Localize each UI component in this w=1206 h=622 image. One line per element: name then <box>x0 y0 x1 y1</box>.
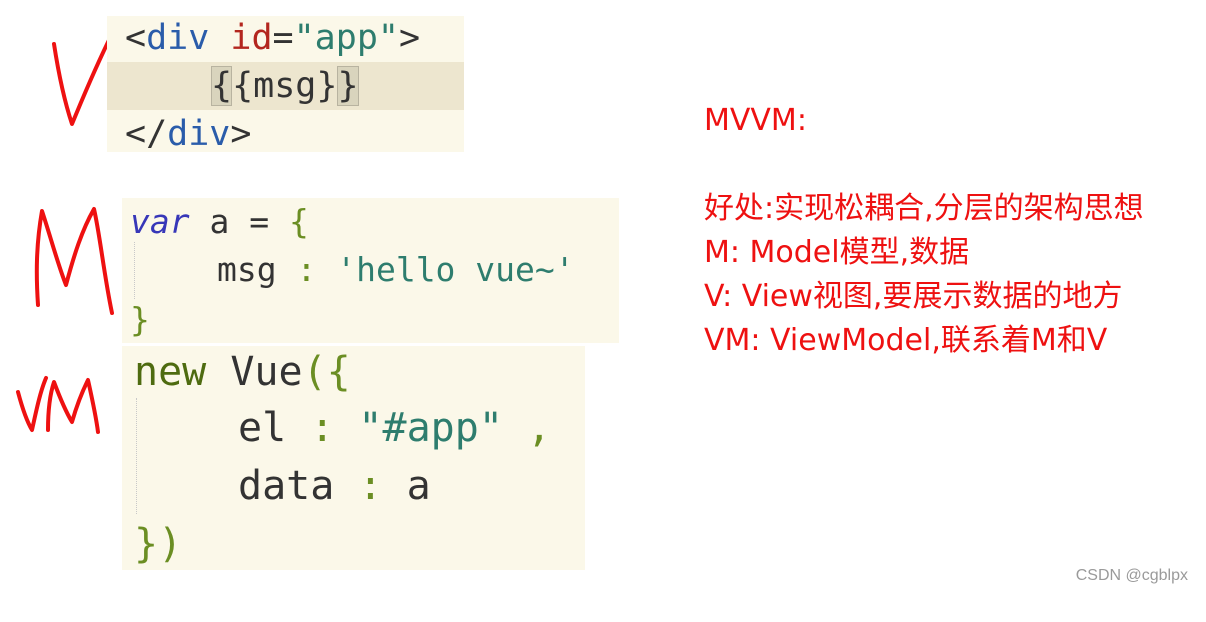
open-brace: { <box>232 66 254 106</box>
indent-guide <box>134 242 135 299</box>
close-brace: } <box>130 300 150 339</box>
close-line: }) <box>134 518 182 570</box>
lt-symbol: < <box>125 18 147 58</box>
open-brace: { <box>288 202 309 241</box>
handwritten-m-mark <box>34 207 114 315</box>
csdn-watermark: CSDN @cgblpx <box>1075 567 1188 584</box>
highlighted-line <box>107 62 464 110</box>
interp-text: msg <box>253 66 317 106</box>
open-paren-brace: ({ <box>302 349 351 395</box>
el-key: el <box>238 405 287 451</box>
close-div-line: </div> <box>125 112 251 156</box>
comma: , <box>502 405 552 451</box>
var-name: a = <box>189 202 289 241</box>
notes-model: M: Model模型,数据 <box>704 235 970 270</box>
interpolation-line: {{msg}} <box>211 64 359 108</box>
handwritten-vm-mark <box>16 376 100 434</box>
close-brace-line: } <box>130 298 150 342</box>
html-code-block: <div id="app"> {{msg}} </div> <box>107 16 464 154</box>
data-line: data : a <box>238 460 431 512</box>
indent-guide <box>136 398 137 514</box>
el-value: "#app" <box>358 405 503 451</box>
attr-name: id <box>230 18 273 58</box>
open-brace-match: { <box>211 66 233 106</box>
colon: : <box>276 250 337 289</box>
colon: : <box>286 405 359 451</box>
data-key: data <box>238 463 335 509</box>
mvvm-notes: MVVM: 好处:实现松耦合,分层的架构思想 M: Model模型,数据 V: Vi… <box>704 55 1144 407</box>
vm-code-block: new Vue({ el : "#app" , data : a }) <box>122 346 585 570</box>
close-brace-paren: }) <box>134 521 183 567</box>
notes-title: MVVM: <box>704 103 807 138</box>
el-line: el : "#app" , <box>238 402 551 454</box>
data-value: a <box>406 463 431 509</box>
model-code-block: var a = { msg : 'hello vue~' } <box>122 198 619 343</box>
close-brace-match: } <box>337 66 359 106</box>
var-keyword: var <box>130 202 190 241</box>
notes-viewmodel: VM: ViewModel,联系着M和V <box>704 323 1108 358</box>
attr-value: "app" <box>293 18 399 58</box>
tag-name: div <box>167 114 231 154</box>
gt-symbol: > <box>398 18 421 58</box>
open-div-line: <div id="app"> <box>125 16 420 60</box>
vue-constructor: Vue <box>206 349 303 395</box>
msg-value: 'hello vue~' <box>336 250 575 289</box>
colon: : <box>334 463 407 509</box>
gt-symbol: > <box>230 114 252 154</box>
var-line: var a = { <box>130 200 309 244</box>
notes-view: V: View视图,要展示数据的地方 <box>704 279 1123 314</box>
new-keyword: new <box>134 349 207 395</box>
notes-benefit: 好处:实现松耦合,分层的架构思想 <box>704 191 1144 226</box>
lt-slash-symbol: </ <box>125 114 168 154</box>
new-vue-line: new Vue({ <box>134 346 351 398</box>
handwritten-v-mark <box>52 32 114 126</box>
msg-key: msg <box>217 250 277 289</box>
notes-spacer <box>704 143 1144 187</box>
close-brace: } <box>316 66 338 106</box>
eq-symbol: = <box>272 18 294 58</box>
msg-line: msg : 'hello vue~' <box>217 248 575 292</box>
tag-name: div <box>146 18 210 58</box>
